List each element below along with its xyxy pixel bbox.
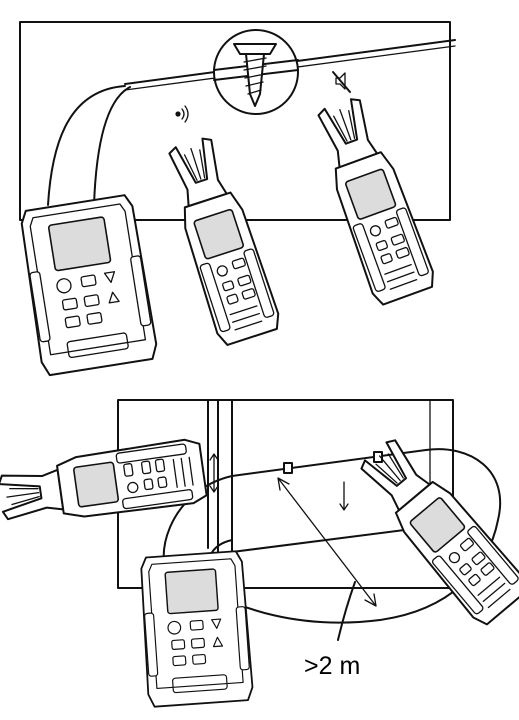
bottom-panel: >2 m	[0, 399, 519, 708]
cable-loop	[189, 448, 501, 624]
door-frame	[207, 399, 429, 557]
top-panel	[16, 21, 456, 378]
distance-label: >2 m	[304, 652, 360, 680]
receiver-probe-right	[306, 92, 439, 308]
cable-joint-right	[373, 451, 383, 463]
speaker-muted-icon	[332, 71, 351, 93]
transmitter-lead-right	[93, 86, 131, 206]
speaker-on-icon	[175, 105, 189, 123]
receiver-probe-center	[157, 132, 284, 348]
vertical-motion-arrow-right	[339, 481, 349, 511]
distance-leader	[337, 581, 356, 641]
vertical-motion-arrow-left	[209, 453, 219, 493]
distance-arrow	[277, 477, 377, 607]
cable-joint-left	[283, 462, 293, 474]
transmitter-unit-bottom	[137, 549, 255, 708]
transmitter-unit-top	[16, 192, 160, 378]
transmitter-lead-left	[47, 85, 126, 206]
screw-detail-icon	[213, 29, 299, 115]
